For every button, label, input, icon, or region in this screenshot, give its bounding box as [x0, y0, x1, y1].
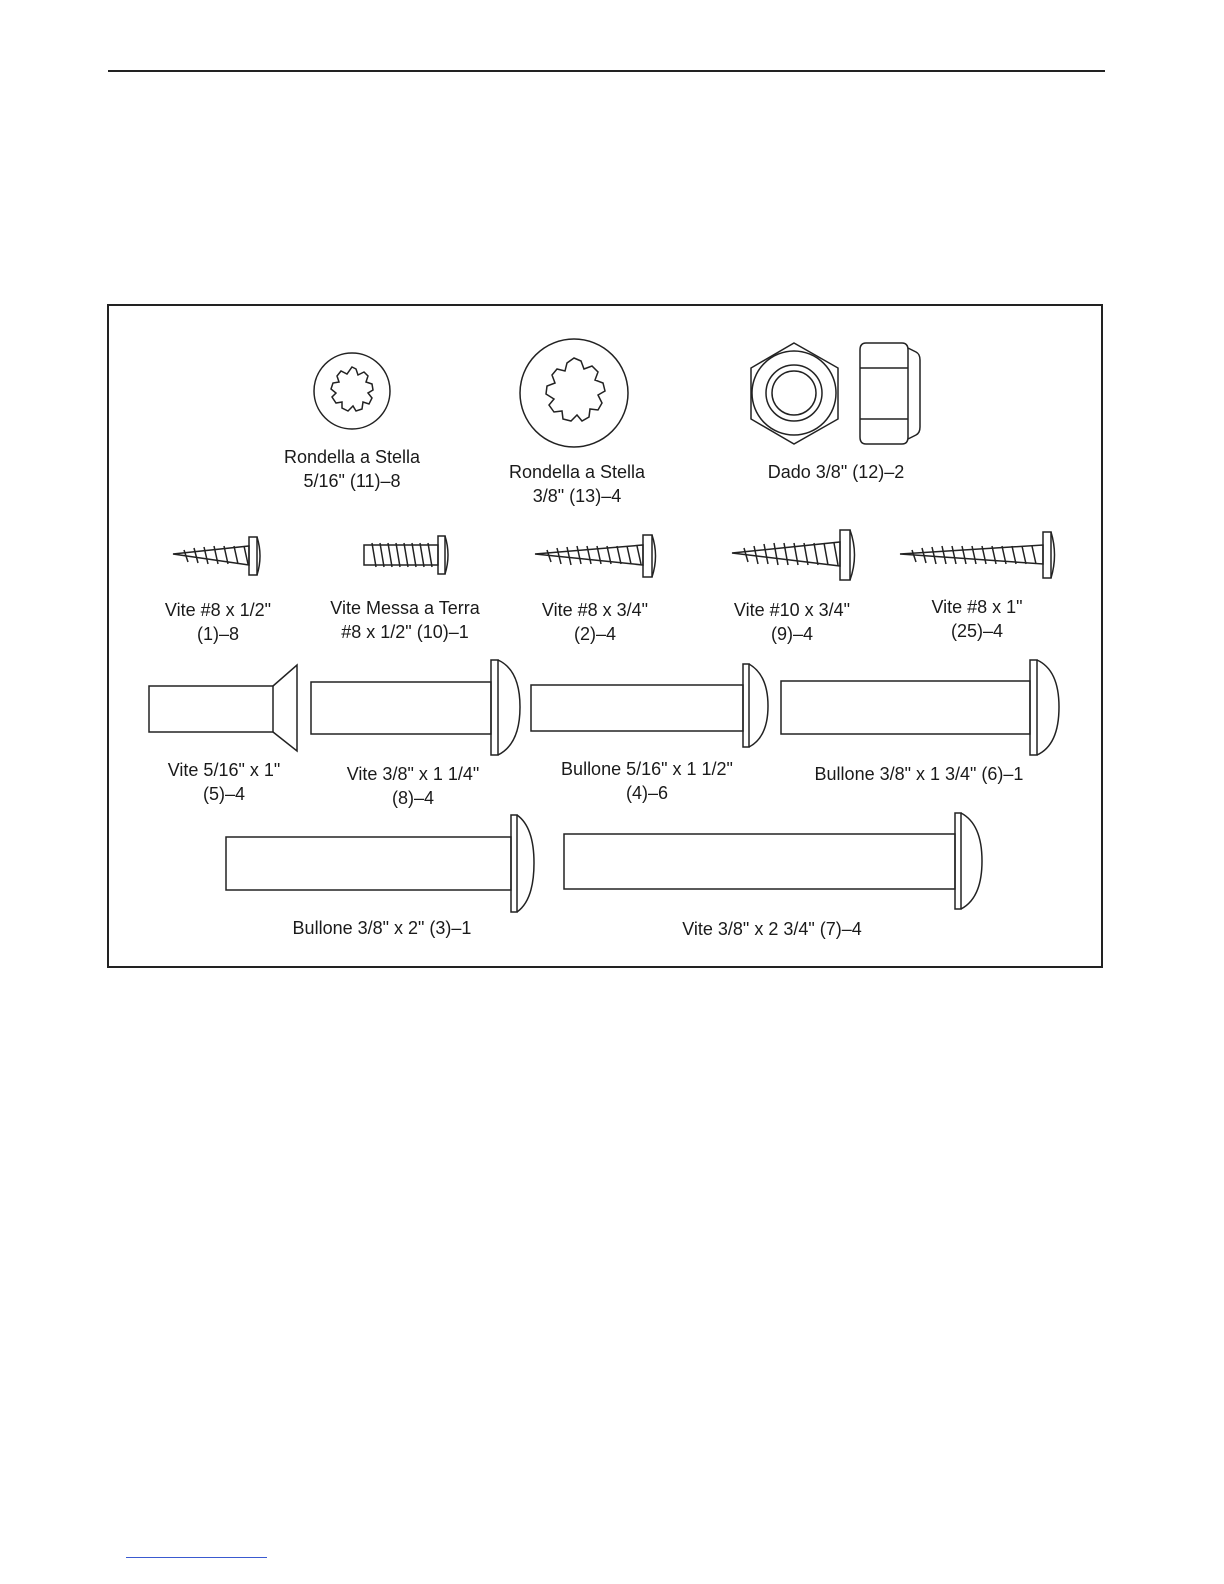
nut-side-drawing [859, 342, 921, 445]
screw-5-16-x1-label: Vite 5/16" x 1"(5)–4 [167, 760, 281, 804]
screw-8-1-drawing [899, 531, 1056, 579]
top-rule [108, 70, 1105, 72]
bolt-3-8-x2-label: Bullone 3/8" x 2" (3)–1 [292, 918, 472, 938]
bolt-5-16-x1-1-2-label: Bullone 5/16" x 1 1/2"(4)–6 [561, 759, 733, 803]
screw-8-1-label: Vite #8 x 1"(25)–4 [931, 597, 1023, 641]
hardware-identification-chart [107, 304, 1103, 968]
footer-link-underline[interactable] [126, 1557, 267, 1558]
screw-8-half-drawing [172, 536, 261, 576]
ground-screw-label: Vite Messa a Terra#8 x 1/2" (10)–1 [330, 598, 480, 642]
star-washer-3-8-drawing [519, 338, 629, 448]
bolt-3-8-x1-3-4-drawing [780, 659, 1060, 756]
screw-3-8-x2-3-4-label: Vite 3/8" x 2 3/4" (7)–4 [682, 919, 862, 939]
screw-8-3-4-drawing [534, 534, 657, 578]
screw-10-3-4-label: Vite #10 x 3/4"(9)–4 [733, 600, 851, 644]
screw-10-3-4-drawing [731, 529, 856, 581]
screw-8-3-4-label: Vite #8 x 3/4"(2)–4 [541, 600, 649, 644]
screw-8-half-label: Vite #8 x 1/2"(1)–8 [164, 600, 272, 644]
bolt-5-16-x1-1-2-drawing [530, 663, 769, 748]
bolt-3-8-x2-drawing [225, 814, 535, 913]
screw-3-8-x2-3-4-drawing [563, 812, 983, 910]
screw-3-8-x1-1-4-label: Vite 3/8" x 1 1/4"(8)–4 [346, 764, 480, 808]
nut-label: Dado 3/8" (12)–2 [767, 462, 905, 482]
bolt-3-8-x1-3-4-label: Bullone 3/8" x 1 3/4" (6)–1 [814, 764, 1024, 784]
screw-5-16-x1-drawing [148, 663, 298, 753]
screw-3-8-x1-1-4-drawing [310, 659, 521, 756]
nut-front-drawing [750, 342, 839, 445]
star-washer-5-16-drawing [313, 352, 391, 430]
ground-screw-drawing [363, 535, 449, 575]
